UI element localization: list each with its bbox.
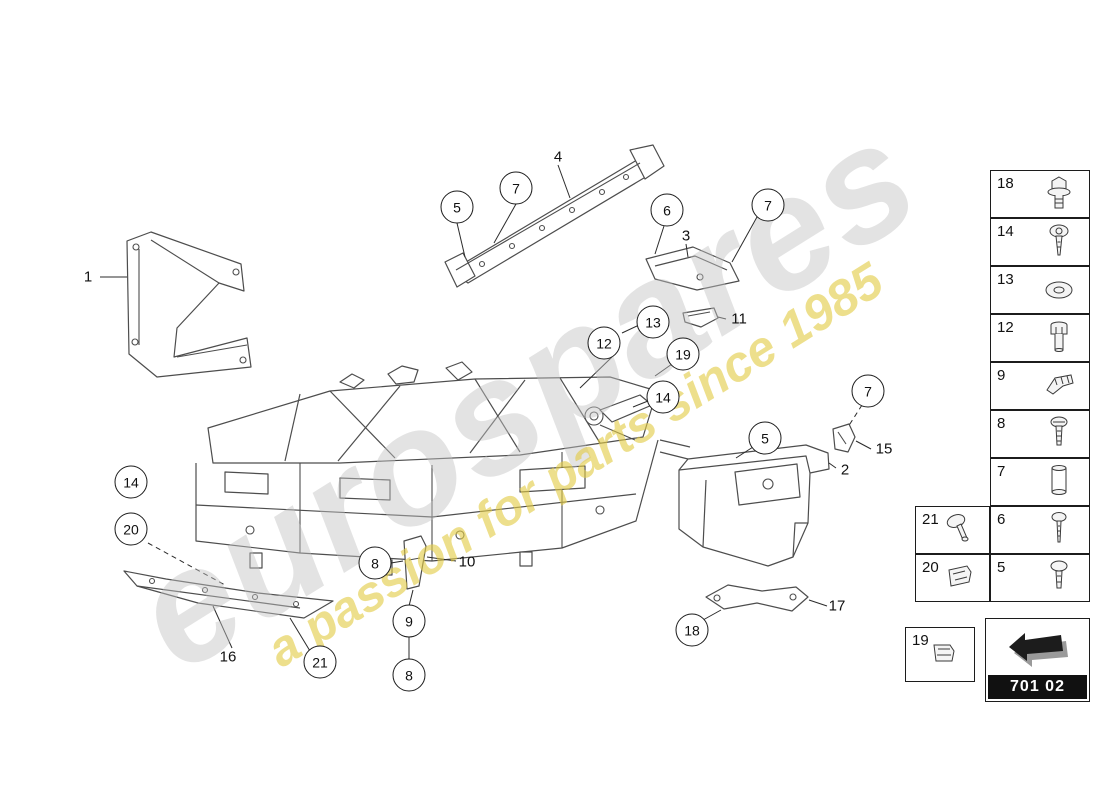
callout-10[interactable]: 10 — [458, 553, 476, 571]
part-1-bracket — [126, 231, 252, 378]
washer-icon — [1039, 270, 1079, 310]
legend-item-13[interactable]: 13 — [990, 266, 1090, 314]
rivet-icon — [939, 510, 979, 550]
leader-lines — [100, 164, 872, 660]
callout-5b[interactable]: 5 — [748, 421, 782, 455]
callout-7b[interactable]: 7 — [751, 188, 785, 222]
legend-item-21[interactable]: 21 — [915, 506, 990, 554]
part-4-top-rail — [444, 144, 665, 288]
callout-9[interactable]: 9 — [392, 604, 426, 638]
legend-item-number: 19 — [912, 632, 929, 649]
legend-item-5[interactable]: 5 — [990, 554, 1090, 602]
legend-item-14[interactable]: 14 — [990, 218, 1090, 266]
round-head-screw-icon — [1039, 510, 1079, 550]
callout-4[interactable]: 4 — [553, 148, 563, 166]
legend-item-number: 21 — [922, 511, 939, 528]
part-code-label: 701 02 — [988, 675, 1087, 699]
part-3-bracket — [645, 246, 740, 291]
callout-15[interactable]: 15 — [875, 440, 893, 458]
legend-item-9[interactable]: 9 — [990, 362, 1090, 410]
callout-12[interactable]: 12 — [587, 326, 621, 360]
legend-item-19[interactable]: 19 — [905, 627, 975, 682]
part-10-strip — [403, 535, 427, 590]
callout-19[interactable]: 19 — [666, 337, 700, 371]
legend-item-number: 12 — [997, 319, 1014, 336]
main-frame-structure — [195, 361, 659, 576]
clip-nut-icon — [924, 635, 964, 675]
callout-8b[interactable]: 8 — [392, 658, 426, 692]
dowel-pin-icon — [1039, 462, 1079, 502]
legend-item-number: 6 — [997, 511, 1006, 528]
callout-3[interactable]: 3 — [681, 227, 691, 245]
callout-20[interactable]: 20 — [114, 512, 148, 546]
spring-clip-icon — [1039, 366, 1079, 406]
legend-item-6[interactable]: 6 — [990, 506, 1090, 554]
hex-standoff-icon — [1039, 318, 1079, 358]
legend-item-8[interactable]: 8 — [990, 410, 1090, 458]
callout-14b[interactable]: 14 — [114, 465, 148, 499]
callout-16[interactable]: 16 — [219, 648, 237, 666]
part-code-box[interactable]: 701 02 — [985, 618, 1090, 702]
part-17-bracket — [705, 584, 809, 612]
legend-item-number: 18 — [997, 175, 1014, 192]
torx-screw-icon — [1039, 222, 1079, 262]
legend-item-number: 13 — [997, 271, 1014, 288]
callout-18[interactable]: 18 — [675, 613, 709, 647]
callout-7c[interactable]: 7 — [851, 374, 885, 408]
part-15-clip — [832, 423, 856, 453]
callout-5[interactable]: 5 — [440, 190, 474, 224]
legend-item-7[interactable]: 7 — [990, 458, 1090, 506]
legend-item-12[interactable]: 12 — [990, 314, 1090, 362]
legend-item-18[interactable]: 18 — [990, 170, 1090, 218]
legend-item-number: 5 — [997, 559, 1006, 576]
callout-13[interactable]: 13 — [636, 305, 670, 339]
pan-head-screw-icon — [1039, 558, 1079, 598]
callout-21[interactable]: 21 — [303, 645, 337, 679]
part-11-tab — [682, 307, 719, 328]
callout-2[interactable]: 2 — [840, 461, 850, 479]
callout-7[interactable]: 7 — [499, 171, 533, 205]
part-2-bracket — [659, 439, 830, 567]
callout-8[interactable]: 8 — [358, 546, 392, 580]
callout-14[interactable]: 14 — [646, 380, 680, 414]
direction-arrow-icon — [1008, 633, 1068, 667]
part-16-panel — [123, 570, 334, 619]
callout-6[interactable]: 6 — [650, 193, 684, 227]
pan-head-screw-icon — [1039, 414, 1079, 454]
legend-item-20[interactable]: 20 — [915, 554, 990, 602]
legend-item-number: 8 — [997, 415, 1006, 432]
callout-1[interactable]: 1 — [83, 268, 93, 286]
clip-nut-icon — [939, 558, 979, 598]
callout-11[interactable]: 11 — [731, 310, 747, 328]
legend-item-number: 20 — [922, 559, 939, 576]
legend-item-number: 14 — [997, 223, 1014, 240]
legend-item-number: 7 — [997, 463, 1006, 480]
callout-17[interactable]: 17 — [828, 597, 846, 615]
hex-flange-bolt-icon — [1039, 174, 1079, 214]
legend-item-number: 9 — [997, 367, 1006, 384]
